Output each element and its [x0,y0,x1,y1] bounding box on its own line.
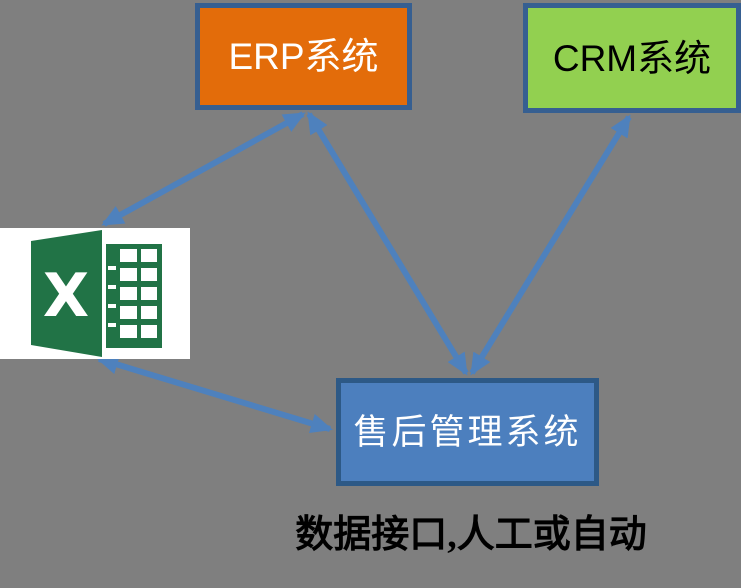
excel-icon: X [0,228,190,359]
excel-grid-dashes [108,266,116,327]
node-crm-system: CRM系统 [523,3,741,113]
aftersales-system-label: 售后管理系统 [353,412,582,452]
caption-text: 数据接口,人工或自动 [295,514,647,556]
arrow-erp-aftersales [306,111,469,376]
excel-x-letter: X [43,261,89,331]
node-aftersales-system: 售后管理系统 [336,378,599,486]
erp-system-label: ERP系统 [228,36,379,77]
arrow-erp-excel [101,111,306,227]
crm-system-label: CRM系统 [552,37,712,79]
excel-fold-shape [31,230,102,357]
arrow-excel-aftersales [96,354,333,434]
node-erp-system: ERP系统 [195,3,412,110]
excel-grid-cells [120,249,157,338]
arrow-crm-aftersales [469,114,632,376]
